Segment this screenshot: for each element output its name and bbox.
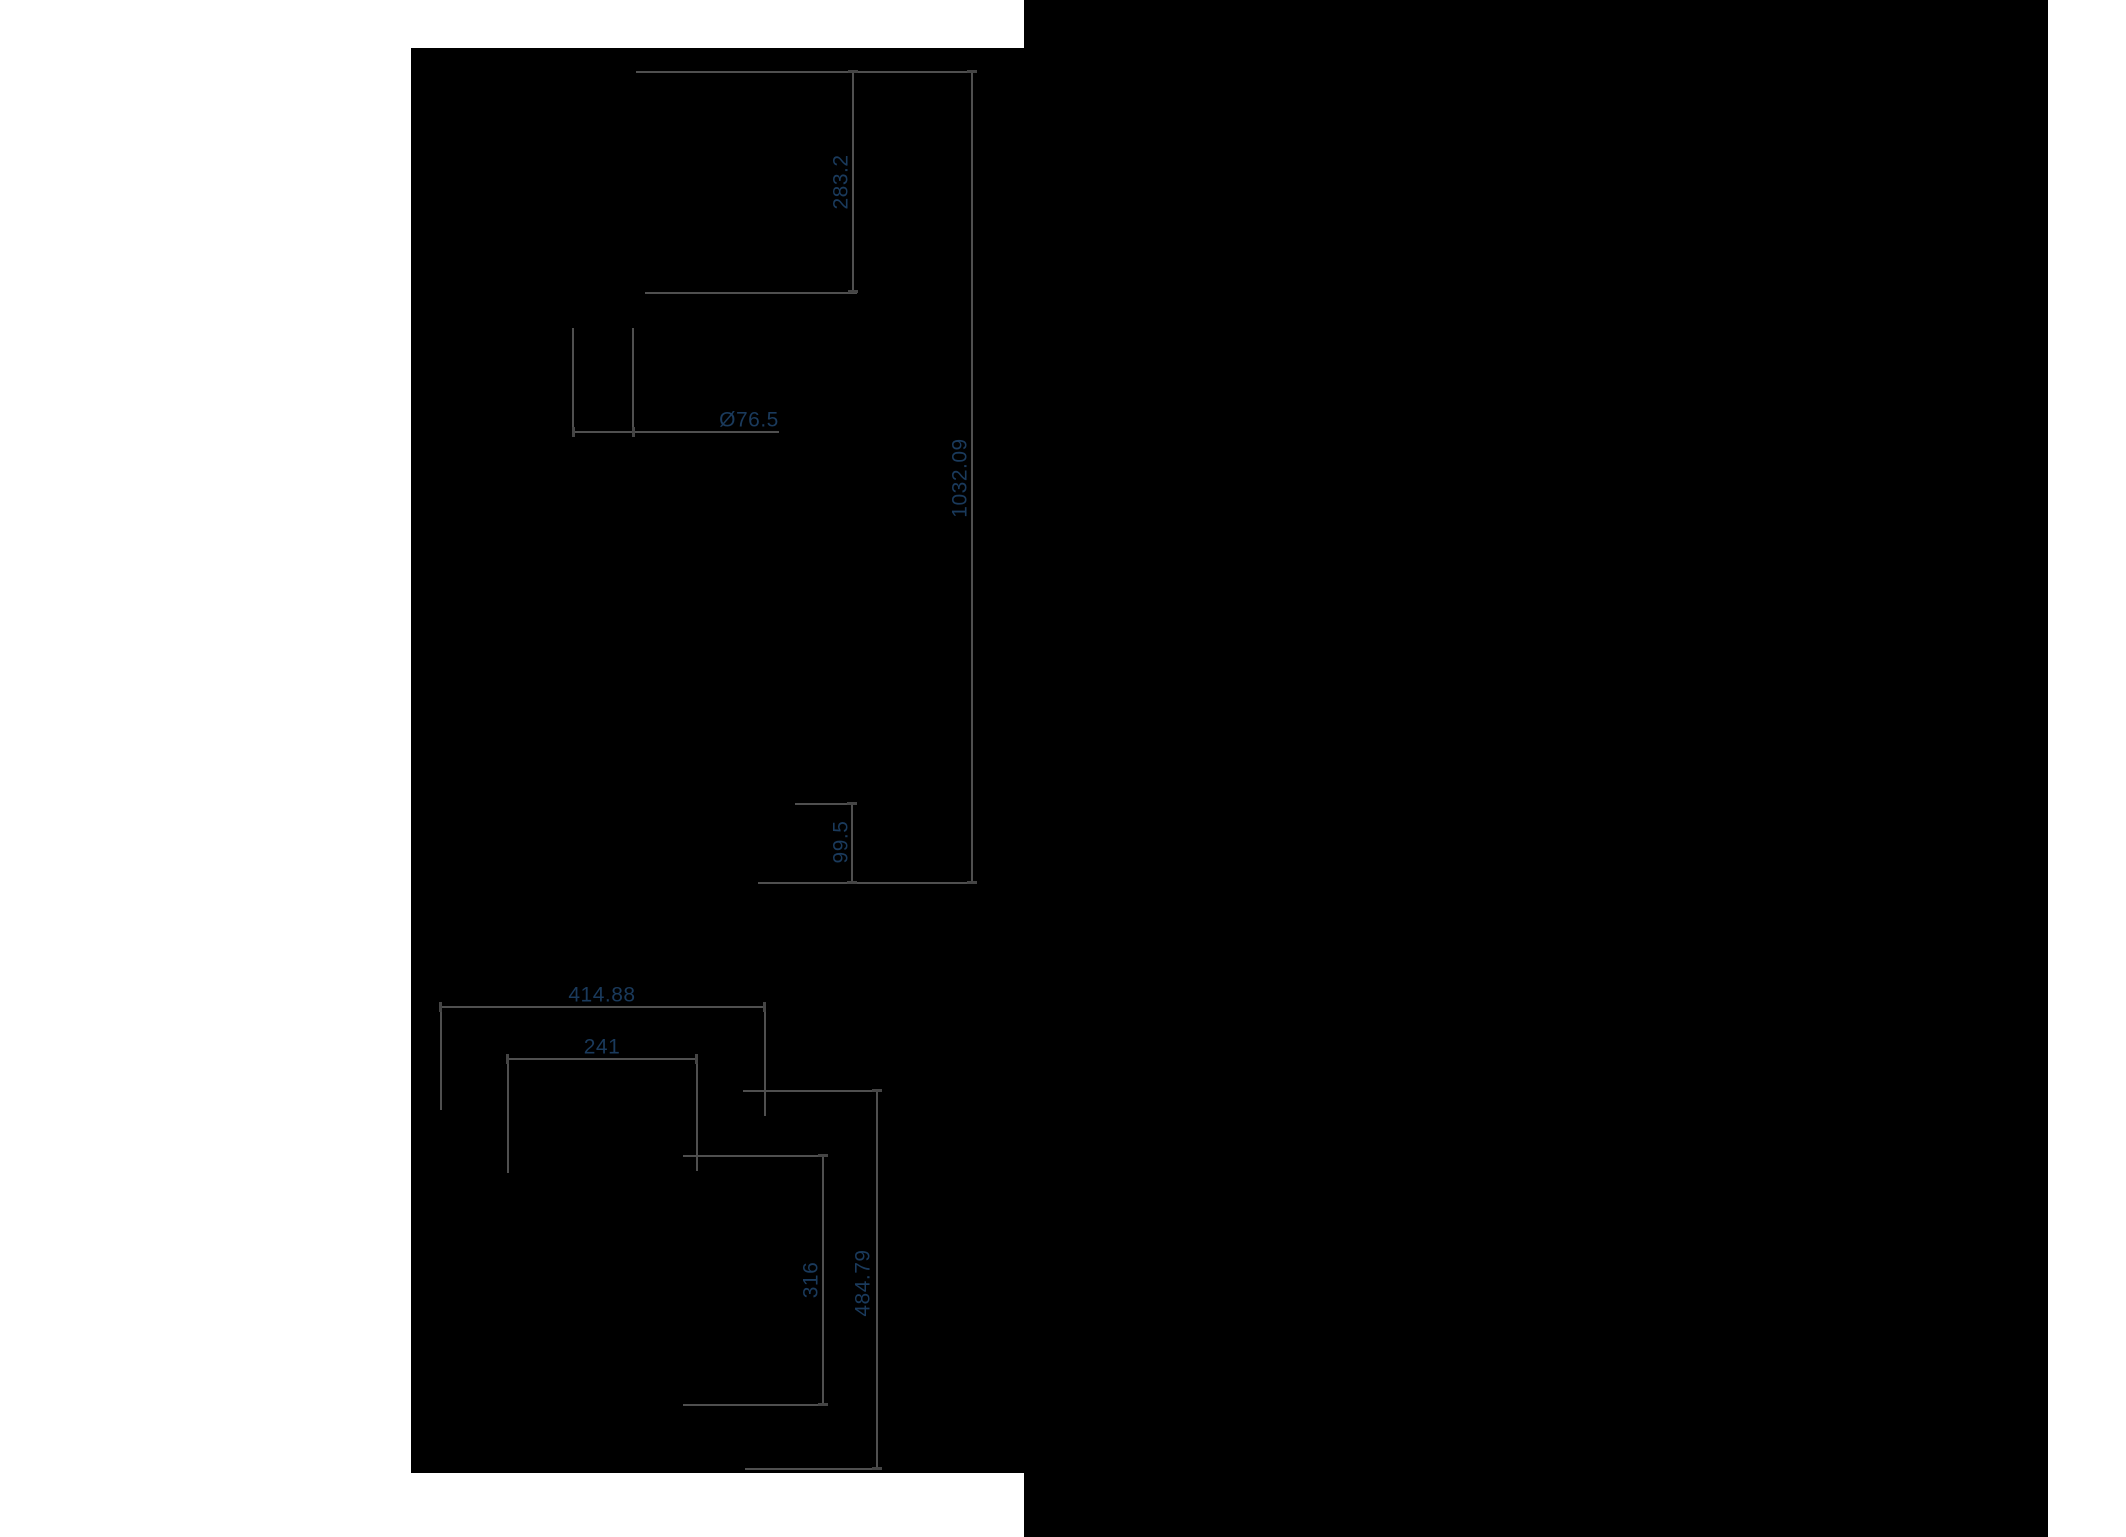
dim-line-316 [822, 1155, 824, 1406]
dimension-label-316[interactable]: 316 [799, 1261, 823, 1299]
dimension-label-99-5[interactable]: 99.5 [829, 820, 853, 864]
ext-line-top [636, 71, 974, 73]
dimension-end-tick [818, 1403, 828, 1406]
dimension-end-tick [439, 1002, 442, 1012]
dimension-end-tick [872, 1089, 882, 1092]
dim-line-1032 [971, 71, 973, 884]
dim-line-414 [440, 1006, 766, 1008]
dimension-label-dia76-5[interactable]: Ø76.5 [719, 408, 779, 432]
dimension-end-tick [848, 70, 858, 73]
ext-line-316-top [683, 1155, 826, 1157]
dimension-end-tick [847, 802, 857, 805]
ext-line-1032-bottom [758, 882, 973, 884]
dimension-end-tick [506, 1054, 509, 1064]
ext-line-283-bottom [645, 292, 857, 294]
ext-line-484-top [743, 1090, 878, 1092]
ext-line-99-top [795, 803, 856, 805]
dim-line-484 [876, 1090, 878, 1470]
dimension-end-tick [848, 290, 858, 293]
dimension-label-484-79[interactable]: 484.79 [851, 1249, 875, 1317]
dimension-label-1032-09[interactable]: 1032.09 [948, 438, 972, 518]
ext-line-484-bottom [745, 1468, 878, 1470]
right-panel-block [1024, 0, 2048, 1537]
drawing-canvas-block [411, 48, 1024, 1473]
dimension-end-tick [695, 1054, 698, 1064]
dimension-end-tick [818, 1154, 828, 1157]
dimension-label-414-88[interactable]: 414.88 [568, 983, 636, 1007]
dim-line-diameter [573, 431, 779, 433]
dimension-label-241[interactable]: 241 [583, 1035, 621, 1059]
ext-line-diameter-right [632, 328, 634, 433]
dimension-label-283-2[interactable]: 283.2 [829, 154, 853, 210]
dimension-end-tick [872, 1467, 882, 1470]
dim-line-99 [851, 803, 853, 884]
dim-line-241 [508, 1058, 698, 1060]
dimension-end-tick [967, 881, 977, 884]
dimension-end-tick [967, 70, 977, 73]
ext-line-316-bottom [683, 1404, 826, 1406]
dimension-end-tick [847, 881, 857, 884]
ext-line-diameter-left [572, 328, 574, 433]
dim-line-283 [852, 71, 854, 294]
ext-line-414-left [440, 1006, 442, 1110]
ext-line-241-left [507, 1058, 509, 1173]
dimension-end-tick [763, 1002, 766, 1012]
dimension-end-tick [632, 427, 635, 437]
ext-line-414-right [764, 1006, 766, 1116]
ext-line-241-right [696, 1058, 698, 1171]
dimension-end-tick [572, 427, 575, 437]
